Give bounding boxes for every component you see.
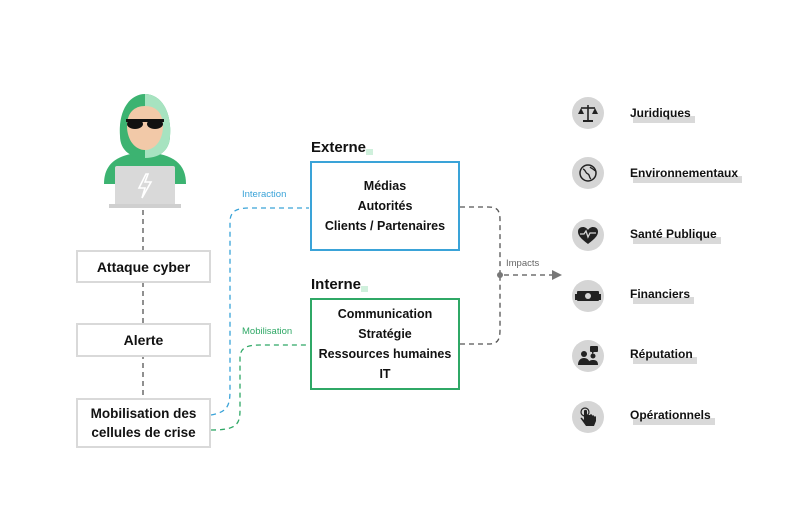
externe-title-text: Externe [311,139,367,156]
mobilisation-connector [210,344,309,431]
interne-box: Communication Stratégie Ressources humai… [310,298,460,390]
externe-box: Médias Autorités Clients / Partenaires [310,161,460,251]
impact-financiers: Financiers [630,287,695,304]
impact-sante-publique: Santé Publique [630,227,721,244]
globe-icon [572,157,604,189]
interne-title-highlight [361,286,369,292]
money-icon [572,280,604,312]
interne-item: Communication [337,307,433,321]
interne-item: Ressources humaines [318,347,452,361]
mobilisation-step-line1: Mobilisation des [90,406,197,421]
junction-dot [497,272,503,278]
interne-item: IT [379,367,391,381]
externe-item: Clients / Partenaires [324,219,446,233]
alert-step-label: Alerte [123,332,164,348]
externe-item: Médias [363,179,407,193]
hacker-illustration [104,94,186,208]
impacts-label: Impacts [506,258,540,269]
heart-pulse-icon [572,219,604,251]
alert-step: Alerte [76,323,211,357]
attack-step: Attaque cyber [76,250,211,283]
interne-output-connector [460,275,501,345]
externe-title-highlight [366,149,374,155]
impacts-arrowhead [552,270,562,280]
impact-reputation: Réputation [630,347,697,364]
impact-environnementaux: Environnementaux [630,166,743,183]
mobilisation-step: Mobilisation des cellules de crise [76,398,211,448]
mobilisation-step-line2: cellules de crise [91,425,196,440]
attack-step-label: Attaque cyber [96,258,191,275]
externe-item: Autorités [357,199,413,213]
externe-output-connector [460,206,501,275]
interne-title-text: Interne [311,276,362,293]
mobilisation-label: Mobilisation [242,326,293,337]
interne-item: Stratégie [358,327,412,341]
impact-operationnels: Opérationnels [630,408,715,425]
externe-title: Externe [309,139,374,156]
interne-title: Interne [309,276,369,293]
interaction-connector [210,207,309,416]
scales-icon [572,97,604,129]
hand-pointer-icon [572,401,604,433]
interaction-label: Interaction [242,189,287,200]
people-speech-icon [572,340,604,372]
impact-juridiques: Juridiques [630,106,695,123]
